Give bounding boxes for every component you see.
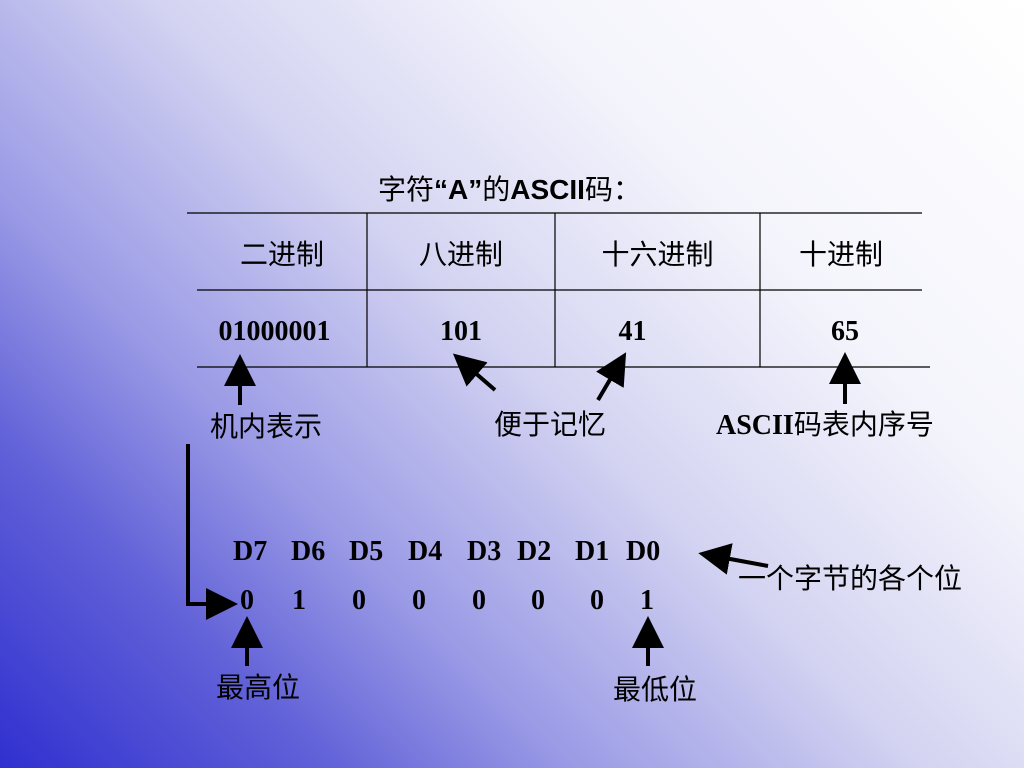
bit-value-d3: 0 [472,585,486,616]
bit-name-d6: D6 [291,536,326,567]
label-msb: 最高位 [216,671,301,704]
header-octal: 八进制 [418,238,503,271]
bit-name-d2: D2 [517,536,552,567]
bit-name-d3: D3 [467,536,502,567]
label-byte-bits: 一个字节的各个位 [738,562,963,595]
bit-value-d5: 0 [352,585,366,616]
bit-value-d6: 1 [292,585,306,616]
label-machine-representation: 机内表示 [210,410,323,443]
bit-name-d4: D4 [408,536,443,567]
bit-value-d0: 1 [640,585,654,616]
diagram-title: 字符“A”的ASCII码： [378,168,641,208]
value-decimal: 65 [831,316,859,347]
label-easy-to-remember: 便于记忆 [494,408,607,441]
label-ascii-index-rest: 码表内序号 [793,408,934,441]
label-ascii-index-bold: ASCII [716,410,794,441]
bit-value-d2: 0 [531,585,545,616]
title-suffix: 码： [584,173,641,206]
label-ascii-index: ASCII码表内序号 [716,403,934,443]
bit-name-d0: D0 [626,536,661,567]
bit-name-d7: D7 [233,536,268,567]
label-lsb: 最低位 [613,673,698,706]
header-hex: 十六进制 [601,238,714,271]
title-prefix: 字符 [378,173,435,206]
value-hex: 41 [618,316,647,347]
connector-to-bits [186,444,238,620]
header-decimal: 十进制 [798,238,883,271]
bit-value-d7: 0 [240,585,254,616]
bit-name-d1: D1 [575,536,610,567]
bit-value-d4: 0 [412,585,426,616]
arrow-hex [596,352,627,402]
title-ascii: ASCII [510,174,585,205]
value-octal: 101 [440,316,482,347]
title-quoted-char: “A” [434,174,483,205]
bit-value-d1: 0 [590,585,604,616]
header-binary: 二进制 [239,238,324,271]
value-binary: 01000001 [218,316,331,347]
arrow-octal [452,353,497,392]
title-middle: 的 [482,173,511,206]
bit-name-d5: D5 [349,536,384,567]
